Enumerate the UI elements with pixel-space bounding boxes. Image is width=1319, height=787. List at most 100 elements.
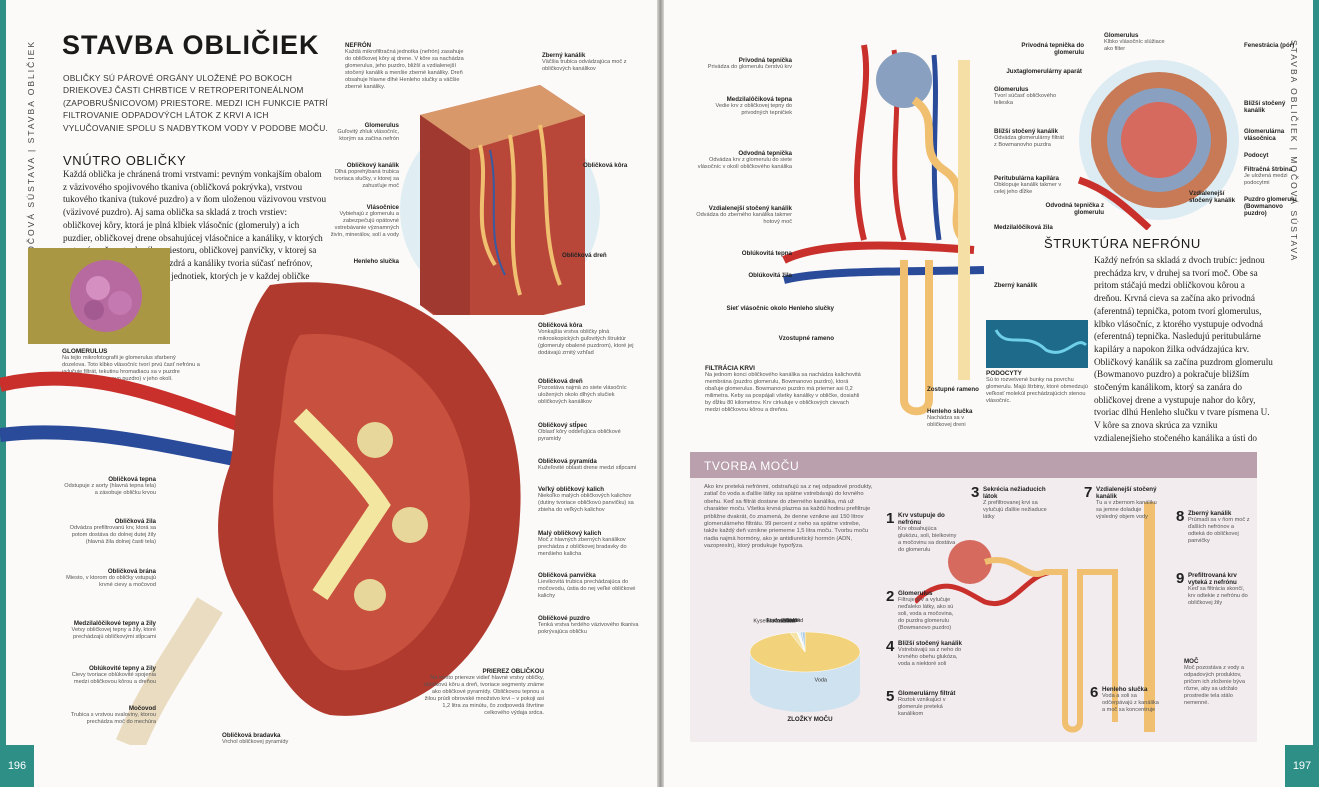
pie-label-kyselina-močová: Kyselina močová (753, 618, 796, 624)
step-6-number: 6 (1090, 684, 1099, 701)
label-left-1-title: Obličková žila (114, 518, 156, 525)
label-left-0-text: Odstupuje z aorty (hlavná tepna tela) a … (64, 483, 156, 496)
struktura-heading: ŠTRUKTÚRA NEFRÓNU (1044, 236, 1201, 251)
nephron-mid-6-text: Nachádza sa v obličkovej dreni (927, 415, 966, 428)
label-oblickovy-kanalik: Obličkový kanálik Dlhá poprehýbaná trubi… (325, 162, 399, 190)
label-right-2-text: Oblasť kôry oddeľujúca obličkové pyramíd… (538, 429, 621, 442)
nephron-mid-2-title: Peritubulárna kapilára (994, 175, 1059, 182)
podocyty-caption-title: PODOCYTY (986, 370, 1022, 377)
glom-label-7-title: Filtračná štrbina (1244, 166, 1293, 173)
step-5-title: Glomerulárny filtrát (898, 690, 956, 697)
step-4-number: 4 (886, 638, 895, 655)
glom-label-3-title: Juxtaglomerulárny aparát (1006, 68, 1082, 75)
nephron-label-4: Oblúkovitá tepna (694, 250, 792, 257)
nephron-mid-2: Peritubulárna kapilára Obklopuje kanálik… (994, 175, 1064, 196)
label-nefron-title: NEFRÓN (345, 42, 372, 49)
section-heading: VNÚTRO OBLIČKY (63, 153, 187, 168)
nephron-label-3-text: Odvádza do zberného kanálika takmer hoto… (696, 212, 792, 225)
label-right-7: Obličkové puzdro Tenká vrstva tvrdého vä… (538, 615, 643, 636)
step-4-title: Bližší stočený kanálik (898, 640, 962, 647)
label-left-4-text: Cievy tvoriace oblúkovité spojenia medzi… (71, 672, 156, 685)
glomerulus-magnified (1077, 60, 1239, 230)
step-8-title: Zberný kanálik (1188, 510, 1232, 517)
label-right-0: Obličková kôra Vonkajšia vrstva obličky … (538, 322, 643, 357)
pie-label-draslík: Draslík (781, 618, 798, 624)
nephron-illustration (782, 44, 985, 416)
label-henleho-slucka-title: Henleho slučka (353, 258, 399, 265)
step-8-text: Prúmadi sa v ňom moč z ďalších nefrónov … (1188, 517, 1250, 544)
label-left-5: Močovod Trubica s vrstvou svaloviny, kto… (62, 705, 156, 726)
label-nefron: NEFRÓN Každá mikrofiltračná jednotka (ne… (345, 42, 469, 91)
label-right-2-title: Obličkový stĺpec (538, 422, 588, 429)
glom-label-10-title: Odvodná tepnička z glomerulu (1045, 202, 1104, 216)
urine-formation-diagram (915, 502, 1155, 733)
label-oblickovy-kanalik-title: Obličkový kanálik (346, 162, 399, 169)
pie-label-kreatinín: Kreatinín (773, 618, 795, 624)
nephron-mid-5-title: Zostupné rameno (927, 386, 979, 393)
step-5-text: Roztok vznikajúci v glomerule preteká ka… (898, 697, 946, 717)
label-left-2-text: Miesto, v ktorom do obličky vstupujú krv… (66, 575, 156, 588)
step-7-title: Vzdialenejší stočený kanálik (1096, 486, 1157, 500)
prierez-caption-title: PRIEREZ OBLIČKOU (482, 668, 544, 675)
nephron-mid-6: Henleho slučka Nachádza sa v obličkovej … (927, 408, 987, 429)
nephron-mid-0-title: Glomerulus (994, 86, 1029, 93)
nephron-mid-1-title: Bližší stočený kanálik (994, 128, 1058, 135)
left-page: MOČOVÁ SÚSTAVA | STAVBA OBLIČIEK STAVBA … (0, 0, 657, 787)
step-4-text: Vstrebávajú sa z neho do krvného obehu g… (898, 647, 962, 667)
nephron-label-5: Oblúkovitá žila (694, 272, 792, 279)
lead-paragraph: OBLIČKY SÚ PÁROVÉ ORGÁNY ULOŽENÉ PO BOKO… (63, 73, 328, 133)
glom-label-6: Podocyt (1244, 152, 1299, 159)
nephron-label-0-title: Privodná tepnička (738, 57, 792, 64)
tvorba-mocu-heading: TVORBA MOČU (704, 459, 800, 473)
label-right-1-title: Obličková dreň (538, 378, 583, 385)
page-title: STAVBA OBLIČIEK (62, 30, 320, 60)
label-left-0: Obličková tepna Odstupuje z aorty (hlavn… (62, 476, 156, 497)
label-henleho-slucka: Henleho slučka (325, 258, 399, 265)
left-edge-bar (0, 0, 6, 787)
glom-label-1-text: Klbko vlásočníc slúžiace ako filter (1104, 39, 1165, 52)
glom-label-5-title: Glomerulárna vlásočnica (1244, 128, 1285, 142)
glom-label-5: Glomerulárna vlásočnica (1244, 128, 1299, 142)
step-3-number: 3 (971, 484, 980, 501)
step-8-number: 8 (1176, 508, 1185, 525)
nephron-mid-4-title: Zberný kanálik (994, 282, 1038, 289)
label-left-2: Obličková brána Miesto, v ktorom do obli… (62, 568, 156, 589)
step-9-title: Prefiltrovaná krv vyteká z nefrónu (1188, 572, 1237, 586)
glom-label-9: Vzdialenejší stočený kanálik (1189, 190, 1239, 204)
kidney-cross-section (0, 282, 521, 745)
glom-label-4: Bližší stočený kanálik (1244, 100, 1299, 114)
label-right-1-text: Pozostáva najmä zo siete vlásočníc ulože… (538, 385, 627, 405)
label-right-3-title: Obličková pyramída (538, 458, 597, 465)
label-right-2: Obličkový stĺpec Oblasť kôry oddeľujúca … (538, 422, 643, 443)
label-right-0-text: Vonkajšia vrstva obličky plná mikroskopi… (538, 329, 634, 356)
pie-label-fosforečnan: Fosforečnan (766, 618, 797, 624)
nephron-mid-0: Glomerulus Tvorí súčasť obličkového teli… (994, 86, 1064, 107)
label-oblickova-kora-top: Obličková kôra (583, 162, 643, 169)
label-left-1: Obličková žila Odvádza prefiltrovanú krv… (62, 518, 156, 546)
filtracia-caption: FILTRÁCIA KRVI Na jednom konci obličkové… (705, 365, 865, 414)
glom-label-6-title: Podocyt (1244, 152, 1269, 159)
chart-title-text: ZLOŽKY MOČU (787, 716, 833, 723)
glom-label-3: Juxtaglomerulárny aparát (1004, 68, 1082, 75)
label-left-0-title: Obličková tepna (108, 476, 156, 483)
step-3-text: Z prefiltrovanej krvi sa vylučujú ďalšie… (983, 500, 1047, 520)
nephron-label-5-title: Oblúkovitá žila (748, 272, 792, 279)
label-vlasocnice: Vlásočnice Vybiehajú z glomerulu a zabez… (325, 204, 399, 239)
glom-label-8-title: Puzdro glomerulu (Bowmanovo puzdro) (1244, 196, 1297, 217)
book-gutter (657, 0, 664, 787)
step-2-text: Filtruje krv a vylučuje neďaleko látky, … (898, 597, 954, 631)
left-running-head: MOČOVÁ SÚSTAVA | STAVBA OBLIČIEK (26, 40, 36, 262)
label-right-3: Obličková pyramída Kužeľovité oblasti dr… (538, 458, 643, 472)
label-right-4-title: Veľký obličkový kalich (538, 486, 605, 493)
glom-label-1-title: Glomerulus (1104, 32, 1139, 39)
glom-label-4-title: Bližší stočený kanálik (1244, 100, 1286, 114)
nephron-label-1: Medzilalôčiková tepna Vedie krv z obličk… (694, 96, 793, 117)
label-left-5-text: Trubica s vrstvou svaloviny, ktorou prec… (70, 712, 156, 725)
glom-label-0: Privodná tepnička do glomerulu (1004, 42, 1084, 56)
